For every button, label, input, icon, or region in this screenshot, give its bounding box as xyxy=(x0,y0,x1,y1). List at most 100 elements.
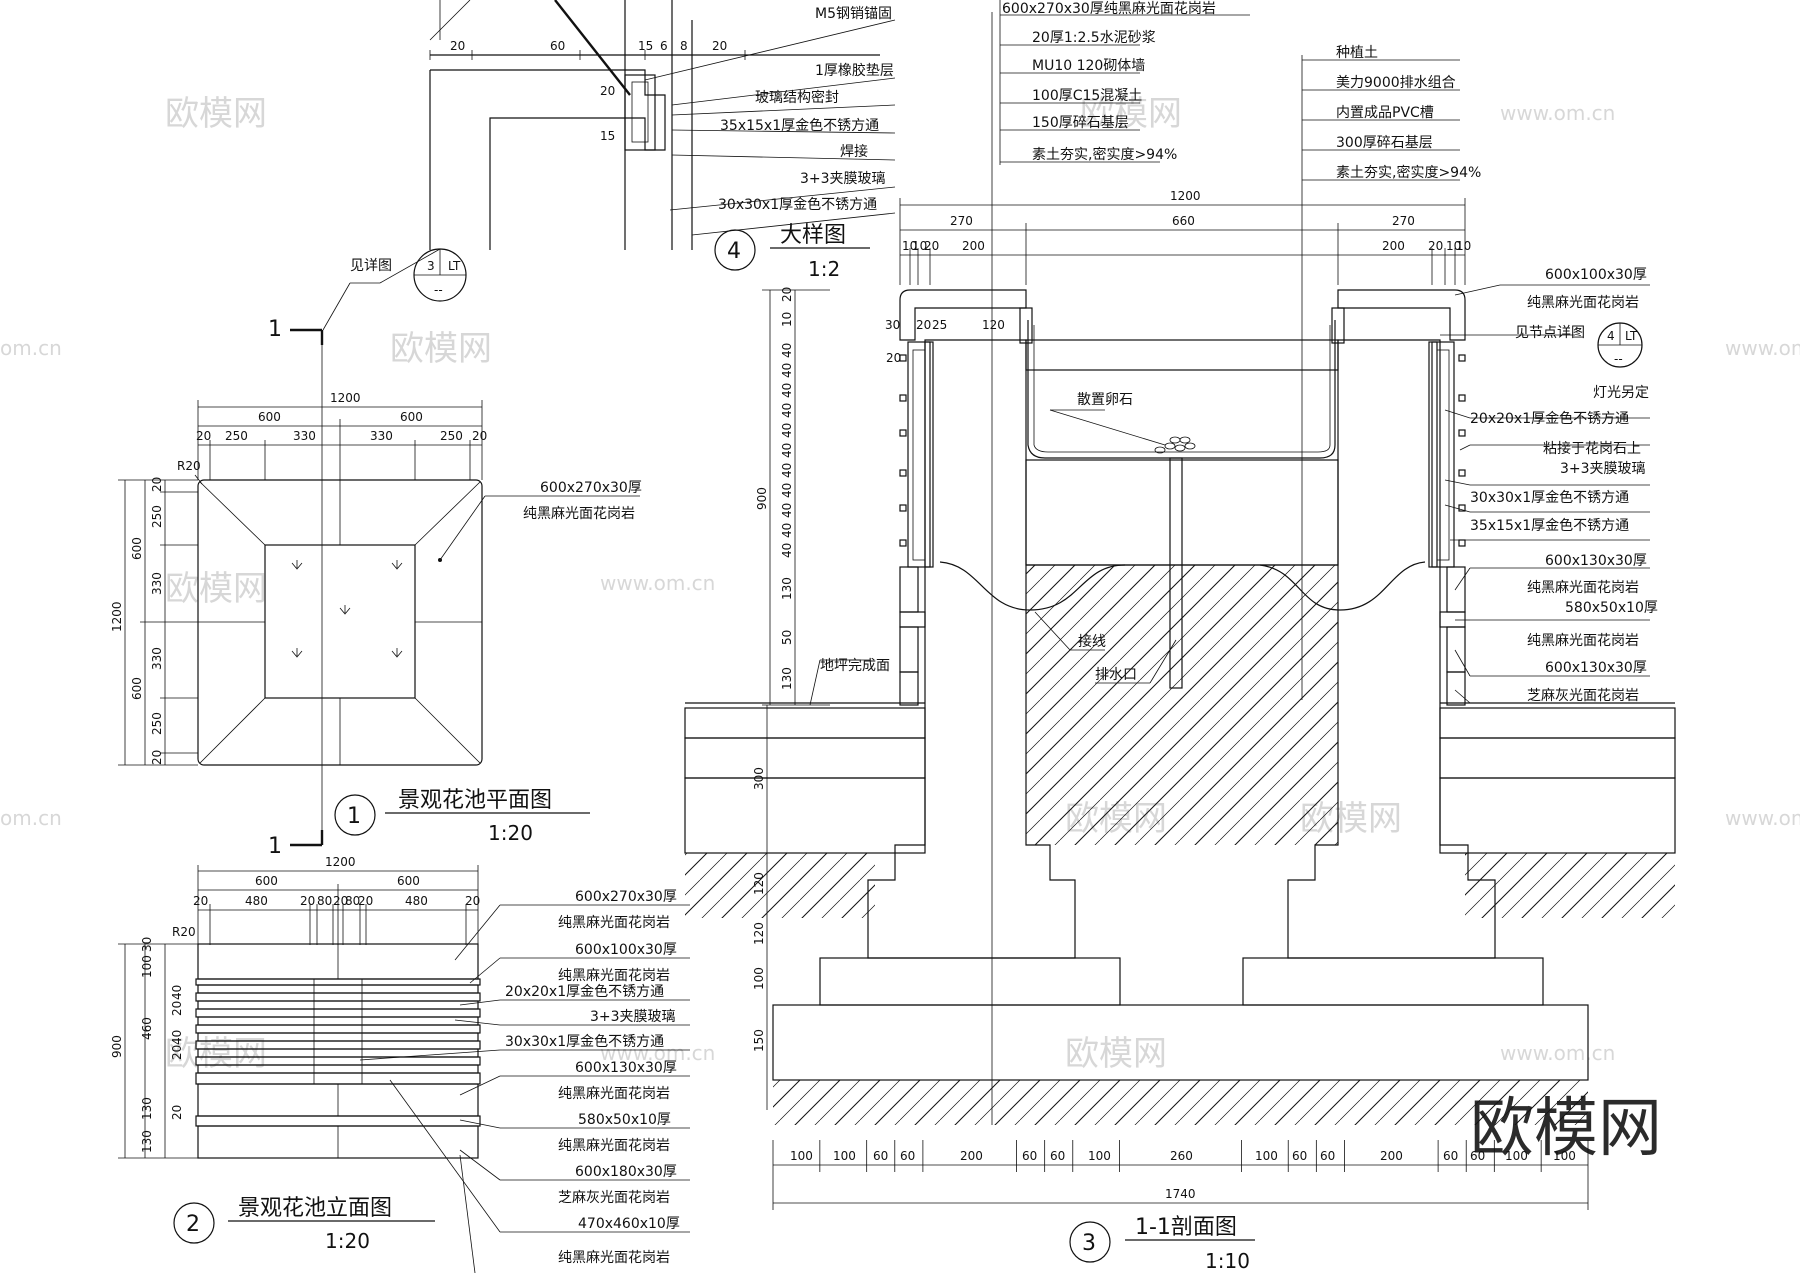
note: 600x270x30厚 xyxy=(575,889,677,905)
note: 600x180x30厚 xyxy=(575,1164,677,1180)
watermark-url: www.om.cn xyxy=(1725,806,1800,830)
view-number: 2 xyxy=(186,1212,200,1237)
watermark: 欧模网 xyxy=(165,569,267,609)
plan-view: 1 1 1200 600 600 20 250 330 330 250 20 1… xyxy=(110,317,642,859)
note: 100厚C15混凝土 xyxy=(1032,88,1142,104)
dim-label: 20 xyxy=(886,351,901,365)
dim-label: 15 xyxy=(638,39,653,53)
watermark: 欧模网 xyxy=(390,329,492,369)
dim-label: 10 xyxy=(902,239,917,253)
dim-label: 20 xyxy=(712,39,727,53)
ref-note: 见节点详图 xyxy=(1515,325,1585,341)
dim-label: 250 xyxy=(440,429,463,443)
dim-label: 20 xyxy=(333,894,348,908)
dim-label: 40 xyxy=(780,383,794,398)
dim-label: 10 xyxy=(780,312,794,327)
dim-label: 20 xyxy=(780,287,794,302)
note: 素土夯实,密实度>94% xyxy=(1336,164,1481,181)
dim-label: 60 xyxy=(1022,1149,1037,1163)
dim-label: 100 xyxy=(833,1149,856,1163)
dim-label: 20 xyxy=(465,894,480,908)
ref-dash: -- xyxy=(434,283,443,297)
note: 470x460x10厚 xyxy=(578,1216,680,1232)
view-scale: 1:20 xyxy=(325,1229,370,1253)
note: 600x130x30厚 xyxy=(1545,660,1647,676)
planting-area xyxy=(264,544,416,699)
view-number-circle xyxy=(173,1202,215,1244)
dim-label: 10 xyxy=(912,239,927,253)
note: 600x130x30厚 xyxy=(1545,553,1647,569)
cut-label: 1 xyxy=(268,317,282,342)
dim-label: 25 xyxy=(932,318,947,332)
dim-label: 30 xyxy=(140,937,154,952)
dim-label: 20 xyxy=(1428,239,1443,253)
dim-label: 600 xyxy=(258,410,281,424)
dim-label: 20 xyxy=(924,239,939,253)
note: 600x130x30厚 xyxy=(575,1060,677,1076)
dim-label: 250 xyxy=(150,712,164,735)
dim-label: 10 xyxy=(1446,239,1461,253)
view-scale: 1:10 xyxy=(1205,1249,1250,1273)
dim-label: 40 xyxy=(780,343,794,358)
dim-label: 40 xyxy=(780,503,794,518)
note: 20x20x1厚金色不锈方通 xyxy=(1470,410,1629,427)
dim-label: 1200 xyxy=(330,391,361,405)
steel-tubes-right xyxy=(1458,354,1466,547)
dim-label: 60 xyxy=(1320,1149,1335,1163)
dim-label: 460 xyxy=(140,1017,154,1040)
see-detail-label: 见详图 xyxy=(350,258,392,274)
dim-label: 20 xyxy=(170,1001,184,1016)
note: 种植土 xyxy=(1336,45,1378,61)
drain-arrow-icon xyxy=(291,560,303,570)
dim-label: 30 xyxy=(885,318,900,332)
watermark: 欧模网 xyxy=(1080,94,1182,134)
note: 芝麻灰光面花岗岩 xyxy=(1527,688,1639,704)
dim-label: 40 xyxy=(780,543,794,558)
dim-label: 130 xyxy=(140,1130,154,1153)
note: 纯黑麻光面花岗岩 xyxy=(558,915,670,931)
note: 素土夯实,密实度>94% xyxy=(1032,146,1177,163)
view-number-circle xyxy=(334,794,376,836)
note: 30x30x1厚金色不锈方通 xyxy=(1470,489,1629,506)
dim-label: 1200 xyxy=(110,601,124,632)
note: 580x50x10厚 xyxy=(578,1112,671,1128)
dim-label: 20 xyxy=(450,39,465,53)
watermark: 欧模网 xyxy=(1065,1034,1167,1074)
note: 美力9000排水组合 xyxy=(1336,75,1456,91)
dim-label: 100 xyxy=(790,1149,813,1163)
watermark-url: www.om.cn xyxy=(1725,336,1800,360)
dim-label: 120 xyxy=(982,318,1005,332)
ref-sheet: LT xyxy=(1625,329,1638,343)
dim-label: 20 xyxy=(150,477,164,492)
note: 纯黑麻光面花岗岩 xyxy=(558,1250,670,1266)
note: 玻璃结构密封 xyxy=(755,89,839,106)
note: 纯黑麻光面花岗岩 xyxy=(1527,580,1639,596)
detail-number: 4 xyxy=(727,239,741,264)
dim-label: 100 xyxy=(1255,1149,1278,1163)
note: 30x30x1厚金色不锈方通 xyxy=(718,196,877,213)
watermark-url: om.cn xyxy=(0,806,62,830)
dim-label: 100 xyxy=(1553,1149,1576,1163)
dim-label: 80 xyxy=(345,894,360,908)
note: M5钢销锚固 xyxy=(815,6,892,22)
note: 20厚1:2.5水泥砂浆 xyxy=(1032,30,1156,46)
dim-label: 80 xyxy=(317,894,332,908)
dim-label: 480 xyxy=(245,894,268,908)
detail-scale: 1:2 xyxy=(808,257,840,281)
note: 灯光另定 xyxy=(1593,385,1649,401)
dim-label: 15 xyxy=(600,129,615,143)
dim-label: 120 xyxy=(752,922,766,945)
dim-label: 260 xyxy=(1170,1149,1193,1163)
note: 纯黑麻光面花岗岩 xyxy=(558,1086,670,1102)
note: 1厚橡胶垫层 xyxy=(815,62,894,79)
view-scale: 1:20 xyxy=(488,821,533,845)
dim-label: 200 xyxy=(962,239,985,253)
dim-label: 270 xyxy=(950,214,973,228)
dim-label: 60 xyxy=(1292,1149,1307,1163)
dim-label: 330 xyxy=(370,429,393,443)
glass-light-box-right xyxy=(1431,341,1455,568)
detail-4: 20 60 15 6 8 20 20 15 M5钢销锚固 1厚橡胶垫层 玻璃结构… xyxy=(322,0,896,331)
note: 纯黑麻光面花岗岩 xyxy=(1527,295,1639,311)
drain-label: 排水口 xyxy=(1095,667,1137,683)
